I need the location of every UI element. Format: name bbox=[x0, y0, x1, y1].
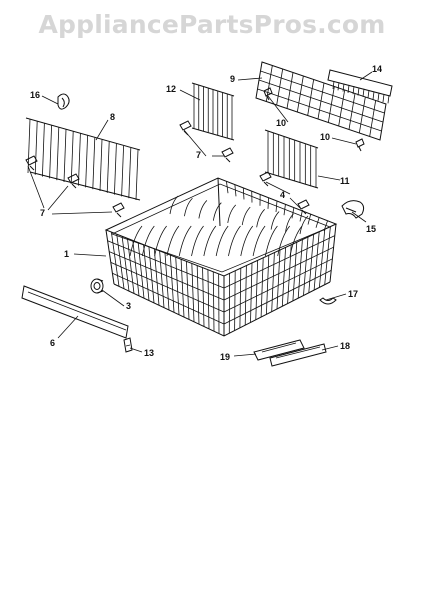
part-15-hinge bbox=[341, 200, 365, 219]
callout-3: 3 bbox=[126, 301, 131, 311]
callout-13: 13 bbox=[144, 348, 154, 358]
callouts: 16 8 12 9 14 10 10 7 11 4 7 15 1 3 17 6 … bbox=[30, 64, 382, 362]
part-12-tine-row bbox=[191, 82, 235, 141]
part-1-dishrack bbox=[104, 177, 338, 337]
part-11-tine-row bbox=[264, 129, 319, 189]
part-13-end-stop bbox=[123, 337, 133, 353]
callout-10b: 10 bbox=[320, 132, 330, 142]
part-7-clips bbox=[25, 120, 234, 218]
part-6-track bbox=[21, 285, 129, 339]
callout-14: 14 bbox=[372, 64, 382, 74]
part-18-adjuster bbox=[269, 343, 327, 367]
part-8-tine-row bbox=[25, 117, 141, 201]
part-10-clips bbox=[263, 87, 365, 152]
part-17-clip bbox=[319, 297, 337, 305]
callout-16: 16 bbox=[30, 90, 40, 100]
callout-9: 9 bbox=[230, 74, 235, 84]
callout-1: 1 bbox=[64, 249, 69, 259]
callout-15: 15 bbox=[366, 224, 376, 234]
callout-6: 6 bbox=[50, 338, 55, 348]
part-16-clip bbox=[57, 93, 70, 110]
watermark: AppliancePartsPros.com bbox=[38, 10, 386, 39]
callout-7b: 7 bbox=[196, 150, 201, 160]
callout-18: 18 bbox=[340, 341, 350, 351]
callout-19: 19 bbox=[220, 352, 230, 362]
callout-7a: 7 bbox=[40, 208, 45, 218]
callout-17: 17 bbox=[348, 289, 358, 299]
leader-lines bbox=[27, 71, 373, 357]
callout-12: 12 bbox=[166, 84, 176, 94]
part-19-adjuster bbox=[253, 339, 305, 361]
callout-4: 4 bbox=[280, 190, 285, 200]
callout-10a: 10 bbox=[276, 118, 286, 128]
callout-8: 8 bbox=[110, 112, 115, 122]
callout-11: 11 bbox=[340, 176, 350, 186]
part-14-shelf-bracket bbox=[327, 69, 393, 104]
part-9-cup-shelf bbox=[255, 61, 387, 141]
part-3-wheel bbox=[90, 278, 104, 294]
